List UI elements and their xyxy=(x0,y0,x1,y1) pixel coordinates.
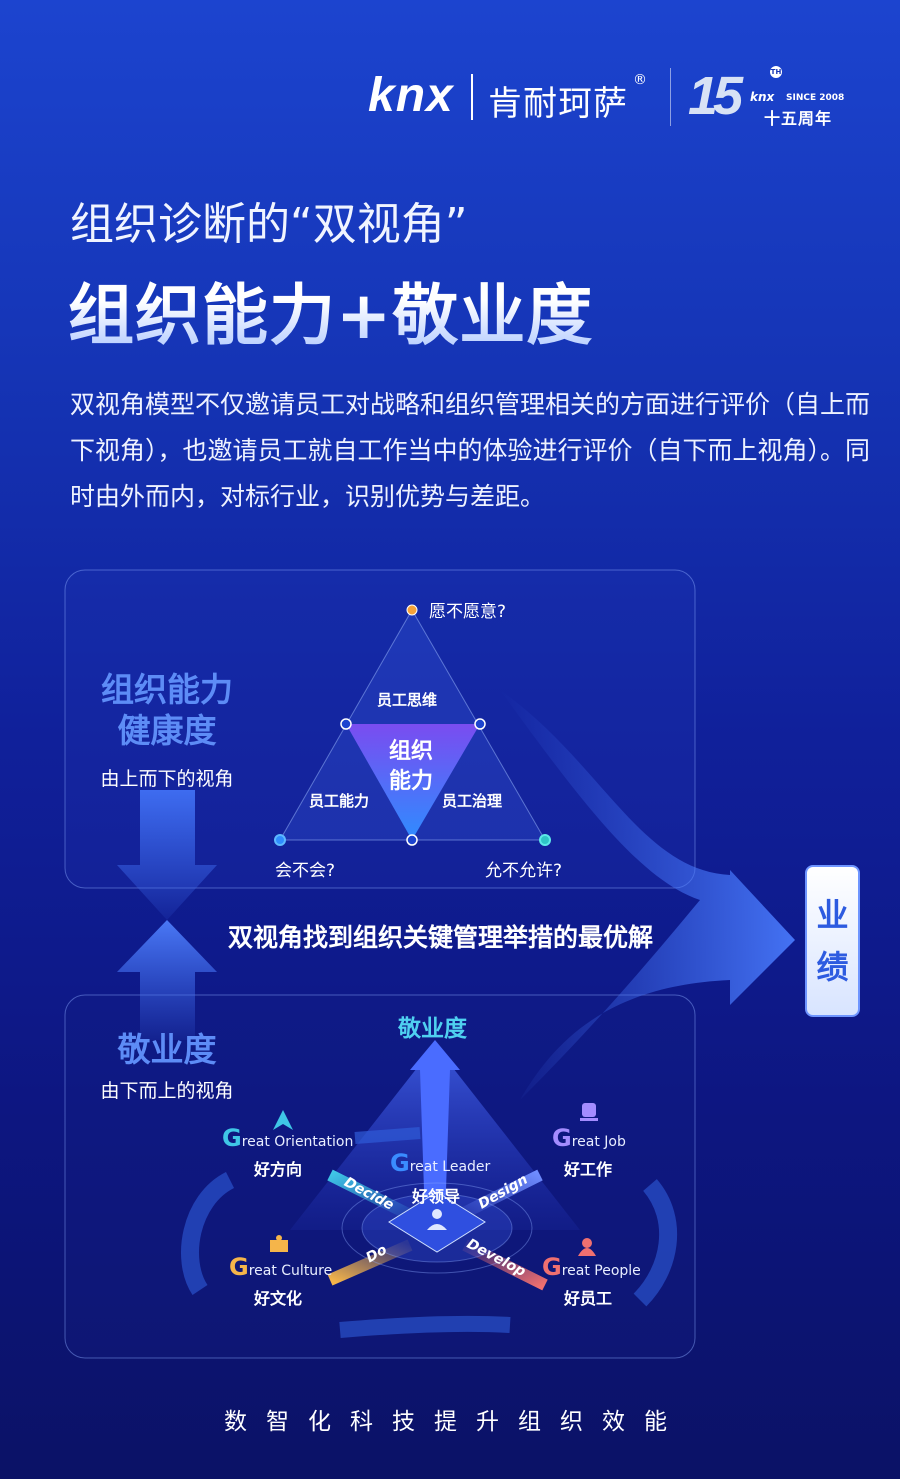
item-job-en: Great Job xyxy=(552,1124,626,1152)
anniversary-cn: 十五周年 xyxy=(764,109,833,128)
brand-name: 肯耐珂萨 xyxy=(488,84,628,124)
item-culture-en: Great Culture xyxy=(229,1253,332,1281)
title-line2: 组织能力+敬业度 xyxy=(68,262,593,358)
item-culture-cn: 好文化 xyxy=(254,1289,303,1308)
anniversary-since: SINCE 2008 xyxy=(786,93,845,103)
engagement-peak-label: 敬业度 xyxy=(398,1016,467,1042)
engagement-label: 敬业度 xyxy=(117,1030,217,1069)
item-people-en: Great People xyxy=(542,1253,641,1281)
anniversary-number: 15 xyxy=(688,66,743,126)
item-leader-cn: 好领导 xyxy=(412,1187,461,1206)
org-capability-label: 组织能力 xyxy=(101,670,233,709)
health-label: 健康度 xyxy=(117,711,217,750)
title-line1: 组织诊断的“双视角” xyxy=(70,199,468,250)
anniversary-th: TH xyxy=(770,66,782,78)
logo-divider-2 xyxy=(670,68,671,126)
top-down-label: 由上而下的视角 xyxy=(100,768,234,790)
item-en: reat People xyxy=(561,1263,641,1279)
g-letter: G xyxy=(229,1253,249,1281)
triangle-top-label: 员工思维 xyxy=(377,691,438,709)
triangle-right-label: 员工治理 xyxy=(442,792,503,810)
right-question: 允不允许? xyxy=(485,861,563,881)
footer-slogan: 数智化科技提升组织效能 xyxy=(224,1409,686,1435)
item-job-cn: 好工作 xyxy=(564,1160,613,1179)
apex-question: 愿不愿意? xyxy=(429,602,507,622)
anniversary-knx: knx xyxy=(750,90,775,104)
triangle-center-1: 组织 xyxy=(389,739,434,764)
g-letter: G xyxy=(222,1124,242,1152)
item-en: reat Leader xyxy=(409,1159,491,1175)
g-letter: G xyxy=(390,1149,410,1177)
item-en: reat Culture xyxy=(248,1263,333,1279)
triangle-center-2: 能力 xyxy=(389,769,434,794)
item-en: reat Job xyxy=(571,1134,626,1150)
left-question: 会不会? xyxy=(275,861,336,881)
performance-box: 业绩 xyxy=(805,865,860,1017)
performance-char-2: 绩 xyxy=(816,948,849,986)
registered-mark: ® xyxy=(633,72,647,88)
triangle-left-label: 员工能力 xyxy=(309,792,370,810)
item-orientation-cn: 好方向 xyxy=(254,1160,303,1179)
knx-logo: knx xyxy=(368,69,454,122)
item-people-cn: 好员工 xyxy=(564,1289,613,1308)
bottom-up-label: 由下而上的视角 xyxy=(100,1080,234,1102)
g-letter: G xyxy=(552,1124,572,1152)
logo-divider xyxy=(471,74,473,120)
g-letter: G xyxy=(542,1253,562,1281)
intro-paragraph: 双视角模型不仅邀请员工对战略和组织管理相关的方面进行评价（自上而下视角），也邀请… xyxy=(70,390,871,511)
performance-char-1: 业 xyxy=(816,896,849,934)
item-leader-en: Great Leader xyxy=(390,1149,490,1177)
banner-text: 双视角找到组织关键管理举措的最优解 xyxy=(228,923,654,952)
item-en: reat Orientation xyxy=(241,1134,354,1150)
item-orientation-en: Great Orientation xyxy=(222,1124,353,1152)
